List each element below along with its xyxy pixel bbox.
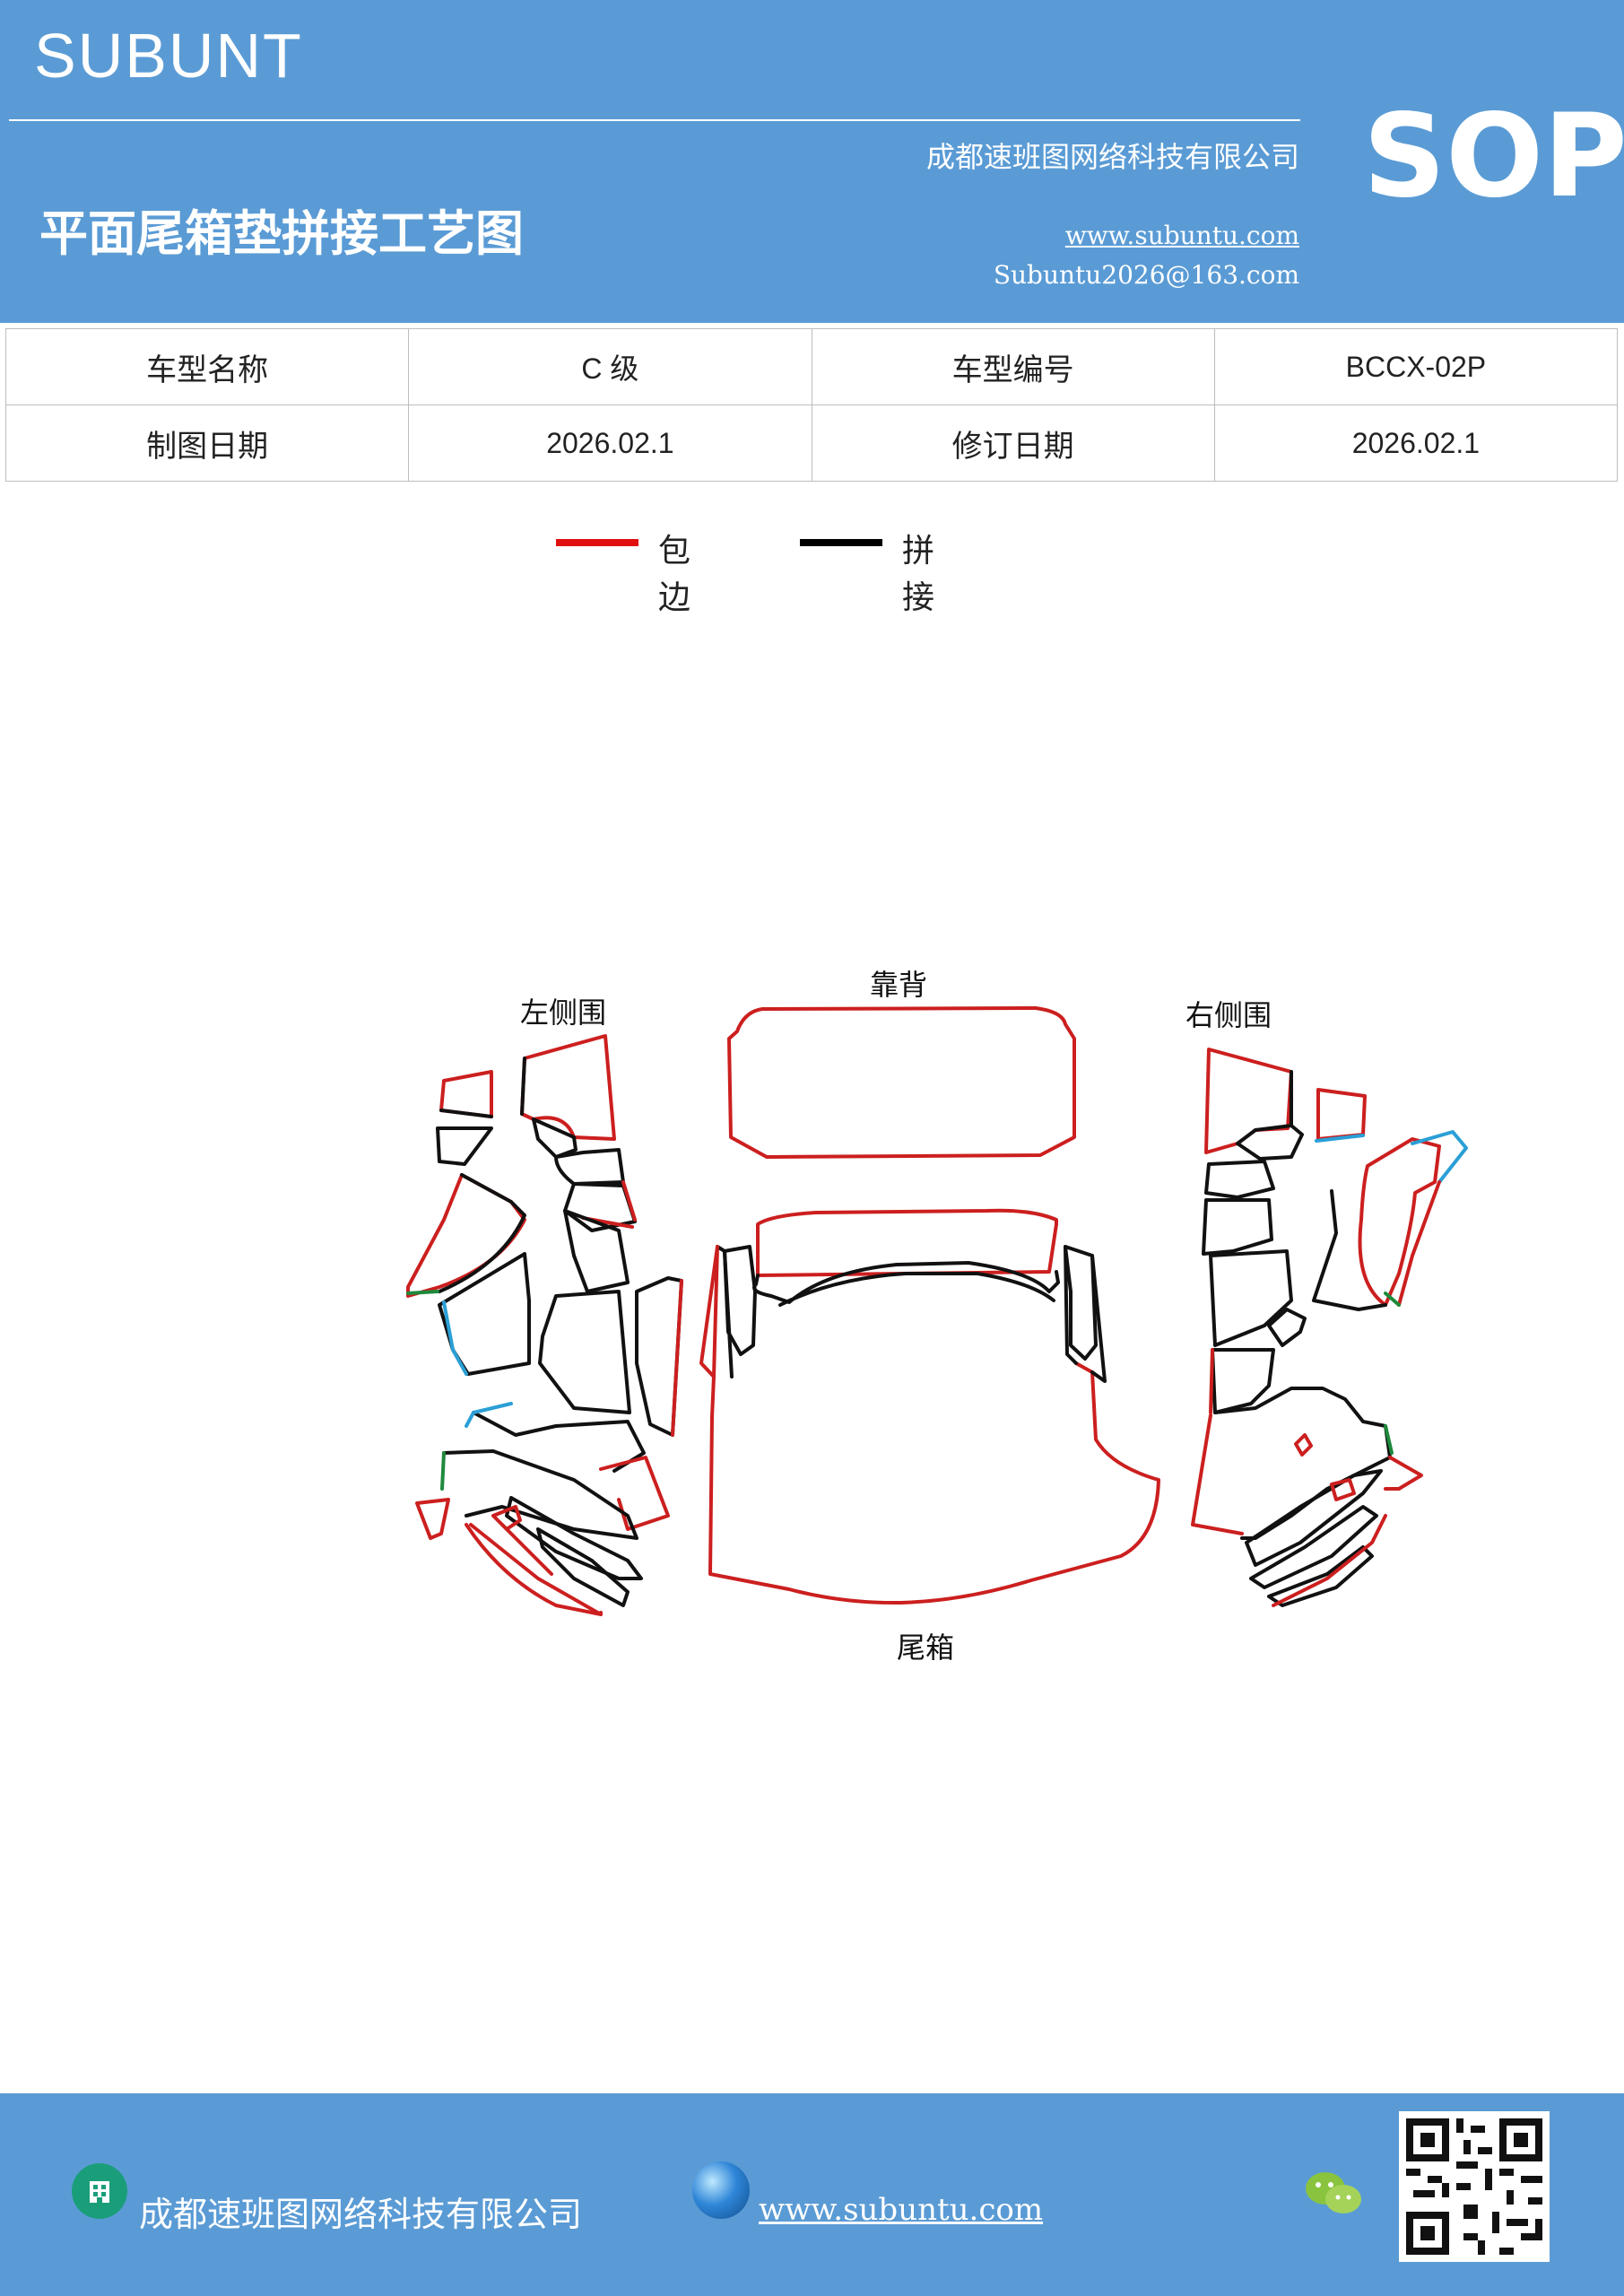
- right-low-edge: [1209, 1348, 1214, 1414]
- left-arc-seam: [438, 1173, 526, 1293]
- email-address: Subuntu2026@163.com: [993, 260, 1299, 290]
- value-model-name: C 级: [408, 328, 812, 405]
- stitching-diagram: [406, 1006, 1468, 1616]
- right-curve-panel: [1358, 1137, 1441, 1307]
- right-fan-1: [1245, 1469, 1383, 1567]
- right-connector: [1236, 1124, 1304, 1161]
- left-big-2: [538, 1290, 631, 1414]
- right-fan-red: [1272, 1456, 1423, 1607]
- vehicle-info-table: 车型名称 C 级 车型编号 BCCX-02P 制图日期 2026.02.1 修订…: [4, 328, 1619, 482]
- legend-label-seam: 拼接: [902, 533, 935, 616]
- left-fan-3: [536, 1527, 630, 1607]
- label-left-side: 左侧围: [520, 996, 607, 1030]
- label-model-name: 车型名称: [4, 328, 410, 405]
- left-fan-1: [442, 1449, 638, 1540]
- legend-swatch-seam: [800, 539, 882, 546]
- footer-website-link[interactable]: www.subuntu.com: [759, 2192, 1044, 2228]
- right-blue-2: [1411, 1130, 1468, 1184]
- trunk-right-edge: [1090, 1254, 1107, 1383]
- left-top-seam: [520, 1057, 526, 1116]
- right-small-1: [1316, 1088, 1367, 1141]
- legend-swatch-edging: [556, 539, 638, 546]
- left-blue-2: [465, 1402, 513, 1428]
- left-small-1: [436, 1126, 493, 1166]
- left-connector: [532, 1118, 625, 1186]
- value-revise-date: 2026.02.1: [1213, 404, 1619, 482]
- right-bracket: [1267, 1308, 1307, 1347]
- right-low-1: [1211, 1348, 1275, 1414]
- trunk-floor-panel: [708, 1245, 1160, 1605]
- right-low-seam: [1213, 1387, 1392, 1540]
- right-marker-1: [1330, 1478, 1356, 1501]
- left-tall-1-edge: [671, 1279, 683, 1437]
- right-curve-seam: [1312, 1189, 1387, 1311]
- company-name: 成都速班图网络科技有限公司: [925, 140, 1299, 174]
- globe-icon: [692, 2161, 750, 2219]
- building-icon: [72, 2163, 127, 2219]
- website-link[interactable]: www.subuntu.com: [1064, 221, 1299, 250]
- right-marker-2: [1294, 1433, 1313, 1457]
- trunk-center-seam: [752, 1261, 1060, 1307]
- page-header: SUBUNT 成都速班图网络科技有限公司 平面尾箱垫拼接工艺图 www.subu…: [0, 0, 1624, 323]
- legend-label-edging: 包边: [658, 533, 691, 616]
- right-mid-1: [1204, 1160, 1275, 1199]
- label-trunk: 尾箱: [897, 1631, 955, 1665]
- label-right-side: 右侧围: [1185, 998, 1272, 1032]
- table-row: 车型名称 C 级 车型编号 BCCX-02P: [4, 328, 1619, 405]
- backrest-panel: [727, 1006, 1076, 1159]
- right-red-edge-2: [1397, 1180, 1441, 1307]
- right-low-panel: [1191, 1413, 1244, 1535]
- left-green-mark: [406, 1290, 439, 1295]
- wechat-icon: [1302, 2167, 1365, 2224]
- left-trap-1: [563, 1209, 630, 1293]
- label-model-code: 车型编号: [811, 328, 1215, 405]
- left-marker: [491, 1505, 522, 1531]
- left-mid-1: [563, 1182, 637, 1232]
- label-draw-date: 制图日期: [4, 404, 410, 482]
- right-fan-2: [1249, 1505, 1378, 1589]
- value-model-code: BCCX-02P: [1213, 328, 1619, 405]
- right-large-1: [1209, 1249, 1293, 1347]
- header-divider: [9, 119, 1300, 121]
- left-green-2: [440, 1451, 446, 1491]
- right-green-1: [1384, 1292, 1401, 1307]
- value-draw-date: 2026.02.1: [408, 404, 812, 482]
- sop-badge: SOP: [1363, 90, 1624, 223]
- left-bottom-arc: [472, 1411, 646, 1473]
- left-arc-bottom: [465, 1523, 603, 1616]
- left-square-1-seam: [439, 1109, 493, 1118]
- trunk-left-edge: [699, 1245, 719, 1378]
- table-row: 制图日期 2026.02.1 修订日期 2026.02.1: [4, 404, 1619, 482]
- left-bottom-red: [599, 1456, 670, 1531]
- right-fan-3: [1267, 1545, 1374, 1607]
- footer-company-name: 成都速班图网络科技有限公司: [139, 2195, 583, 2234]
- qr-code: [1399, 2111, 1550, 2262]
- page-footer: 成都速班图网络科技有限公司 www.subuntu.com: [0, 2093, 1624, 2296]
- label-backrest: 靠背: [870, 968, 928, 1002]
- brand-name: SUBUNT: [34, 21, 303, 91]
- label-revise-date: 修订日期: [811, 404, 1215, 482]
- trunk-left-wall: [723, 1245, 757, 1356]
- left-big-1: [438, 1252, 531, 1376]
- document-title: 平面尾箱垫拼接工艺图: [39, 204, 524, 262]
- right-blue-1: [1315, 1134, 1365, 1143]
- right-green-2: [1384, 1424, 1394, 1455]
- left-blue-1: [442, 1300, 468, 1376]
- trunk-center-panel: [756, 1208, 1058, 1277]
- right-mid-2: [1202, 1198, 1273, 1256]
